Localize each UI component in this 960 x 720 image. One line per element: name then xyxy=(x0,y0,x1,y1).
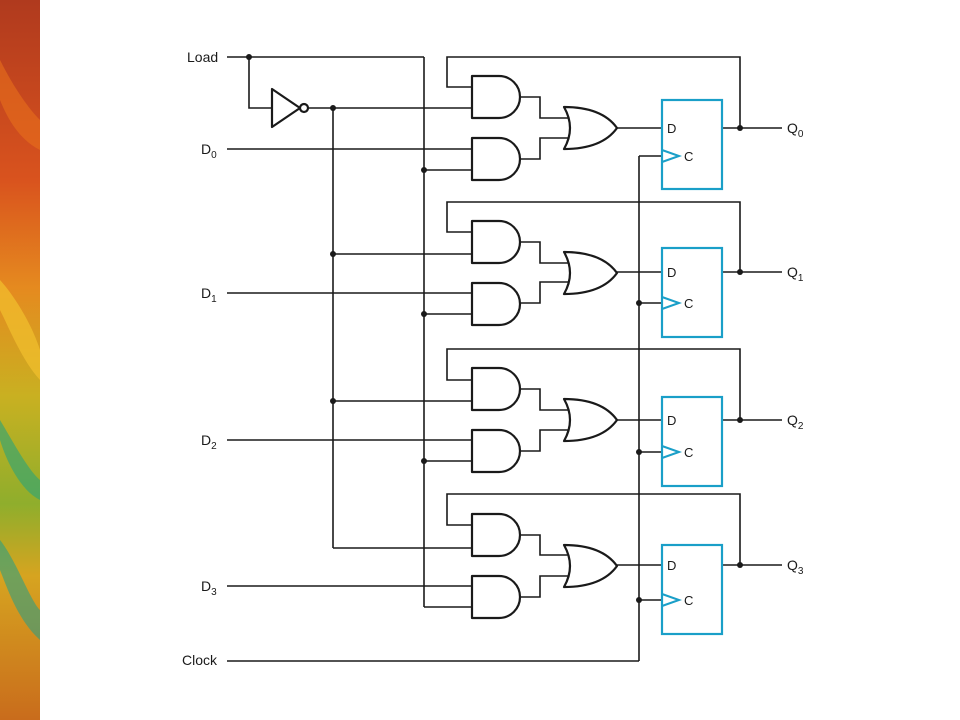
or-gate-0 xyxy=(562,105,619,151)
and-gate-3a xyxy=(470,512,522,558)
ff-d-pin: D xyxy=(667,558,676,573)
input-label-d0: D0 xyxy=(201,141,217,161)
stage-0: D C xyxy=(227,56,782,191)
or-gate-2 xyxy=(562,397,619,443)
stage-1: D C xyxy=(227,201,782,339)
stage-3: D C xyxy=(227,493,782,636)
output-label-q0: Q0 xyxy=(787,120,804,140)
and-gate-3b xyxy=(470,574,522,620)
and-gate-2b xyxy=(470,428,522,474)
ff-clock-pin: C xyxy=(684,149,693,164)
and-gate-2a xyxy=(470,366,522,412)
input-label-d3: D3 xyxy=(201,578,217,598)
output-label-q1: Q1 xyxy=(787,264,804,284)
and-gate-0b xyxy=(470,136,522,182)
stage-2: D C xyxy=(227,348,782,488)
and-gate-1b xyxy=(470,281,522,327)
not-gate xyxy=(270,87,310,129)
input-label-d1: D1 xyxy=(201,285,217,305)
ff-d-pin: D xyxy=(667,121,676,136)
load-bar-line xyxy=(308,105,472,548)
input-label-d2: D2 xyxy=(201,432,217,452)
or-gate-3 xyxy=(562,543,619,589)
ff-d-pin: D xyxy=(667,265,676,280)
d-flipflop-0 xyxy=(660,98,724,191)
d-flipflop-3 xyxy=(660,543,724,636)
load-line xyxy=(227,54,425,607)
d-flipflop-1 xyxy=(660,246,724,339)
ff-clock-pin: C xyxy=(684,445,693,460)
d-flipflop-2 xyxy=(660,395,724,488)
output-label-q3: Q3 xyxy=(787,557,804,577)
ff-clock-pin: C xyxy=(684,593,693,608)
or-gate-1 xyxy=(562,250,619,296)
clock-label: Clock xyxy=(182,652,218,668)
decorative-side-strip xyxy=(0,0,40,720)
output-label-q2: Q2 xyxy=(787,412,804,432)
load-label: Load xyxy=(187,49,218,65)
ff-d-pin: D xyxy=(667,413,676,428)
and-gate-0a xyxy=(470,74,522,120)
ff-clock-pin: C xyxy=(684,296,693,311)
clock-line xyxy=(227,156,640,662)
and-gate-1a xyxy=(470,219,522,265)
